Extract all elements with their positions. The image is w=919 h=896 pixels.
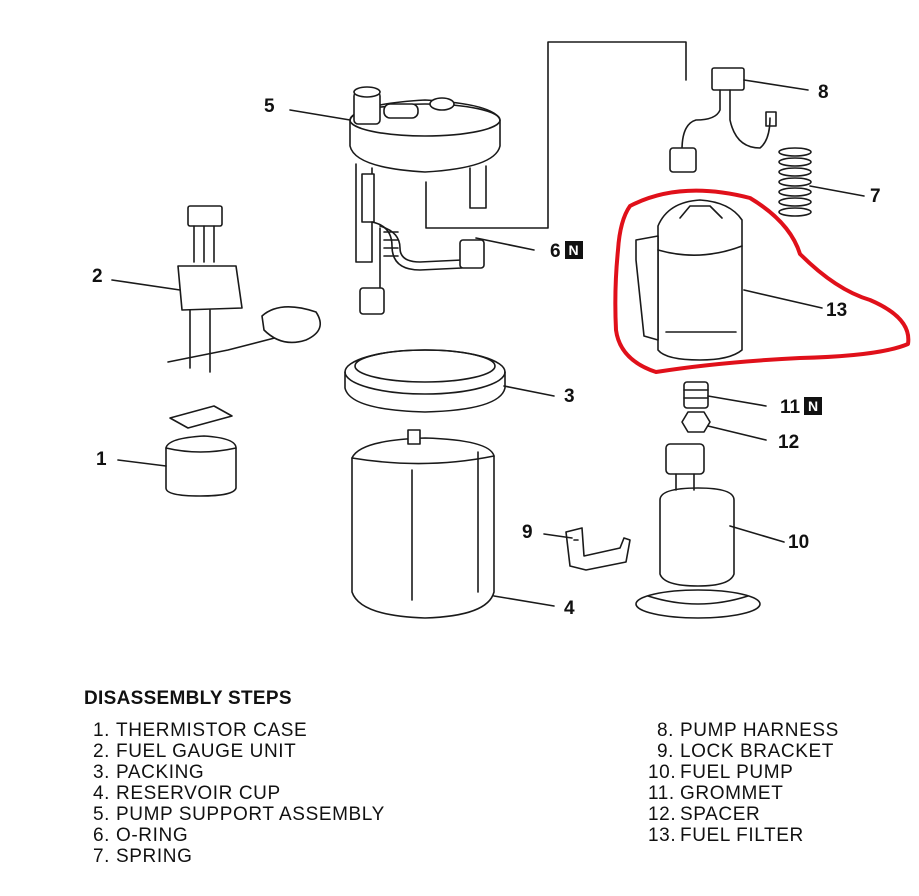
step-number: 2. — [92, 741, 110, 762]
step-number: 5. — [92, 804, 110, 825]
spacer — [681, 411, 711, 433]
steps-list-left: 1. THERMISTOR CASE 2. FUEL GAUGE UNIT 3. PA… — [84, 720, 385, 867]
step-number: 12. — [648, 804, 677, 825]
step-label: RESERVOIR CUP — [116, 783, 281, 804]
steps-title: DISASSEMBLY STEPS — [84, 688, 292, 709]
packing-ring — [344, 349, 506, 413]
step-label: GROMMET — [680, 783, 784, 804]
step-label: SPRING — [116, 846, 193, 867]
reservoir-cup — [351, 429, 495, 619]
step-item: 8. PUMP HARNESS — [648, 720, 839, 741]
spring — [778, 147, 812, 217]
step-number: 4. — [92, 783, 110, 804]
leader-lines — [111, 79, 865, 607]
callout-4: 4 — [564, 598, 575, 619]
step-label: FUEL PUMP — [680, 762, 794, 783]
step-item: 1. THERMISTOR CASE — [84, 720, 385, 741]
step-number: 13. — [648, 825, 677, 846]
step-item: 2. FUEL GAUGE UNIT — [84, 741, 385, 762]
step-label: O-RING — [116, 825, 189, 846]
callout-7: 7 — [870, 186, 881, 207]
callout-12: 12 — [778, 432, 800, 453]
pump-harness — [669, 67, 777, 173]
step-item: 5. PUMP SUPPORT ASSEMBLY — [84, 804, 385, 825]
step-number: 1. — [92, 720, 110, 741]
step-item: 4. RESERVOIR CUP — [84, 783, 385, 804]
step-label: PUMP HARNESS — [680, 720, 839, 741]
callout-13: 13 — [826, 300, 848, 321]
callout-10: 10 — [788, 532, 810, 553]
fuel-filter — [635, 199, 743, 361]
callout-9: 9 — [522, 522, 533, 543]
step-label: FUEL FILTER — [680, 825, 804, 846]
lock-bracket — [565, 527, 631, 571]
step-item: 7. SPRING — [84, 846, 385, 867]
n-badge: N — [804, 397, 823, 415]
step-label: FUEL GAUGE UNIT — [116, 741, 297, 762]
connector-line — [425, 41, 687, 229]
step-label: PUMP SUPPORT ASSEMBLY — [116, 804, 385, 825]
step-label: SPACER — [680, 804, 761, 825]
step-label: THERMISTOR CASE — [116, 720, 308, 741]
step-item: 13.FUEL FILTER — [648, 825, 839, 846]
step-number: 10. — [648, 762, 677, 783]
step-number: 3. — [92, 762, 110, 783]
step-number: 7. — [92, 846, 110, 867]
grommet — [683, 381, 709, 409]
step-item: 11.GROMMET — [648, 783, 839, 804]
callout-3: 3 — [564, 386, 575, 407]
callout-2: 2 — [92, 266, 103, 287]
step-number: 9. — [656, 741, 674, 762]
step-item: 10.FUEL PUMP — [648, 762, 839, 783]
thermistor-case — [165, 405, 237, 497]
step-label: PACKING — [116, 762, 205, 783]
step-number: 11. — [648, 783, 675, 804]
step-number: 8. — [656, 720, 674, 741]
step-item: 3. PACKING — [84, 762, 385, 783]
callout-6-number: 6 — [550, 241, 561, 262]
step-number: 6. — [92, 825, 110, 846]
callout-1: 1 — [96, 449, 107, 470]
step-item: 12.SPACER — [648, 804, 839, 825]
pump-support-assembly — [349, 86, 501, 315]
callout-11-number: 11 — [780, 397, 801, 418]
highlight-outline — [613, 188, 911, 374]
step-item: 9. LOCK BRACKET — [648, 741, 839, 762]
callout-5: 5 — [264, 96, 275, 117]
step-label: LOCK BRACKET — [680, 741, 834, 762]
fuel-pump — [635, 443, 761, 619]
callout-8: 8 — [818, 82, 829, 103]
step-item: 6. O-RING — [84, 825, 385, 846]
n-badge: N — [564, 241, 583, 259]
steps-list-right: 8. PUMP HARNESS 9. LOCK BRACKET 10.FUEL PU… — [648, 720, 839, 846]
fuel-gauge-unit — [167, 205, 322, 373]
